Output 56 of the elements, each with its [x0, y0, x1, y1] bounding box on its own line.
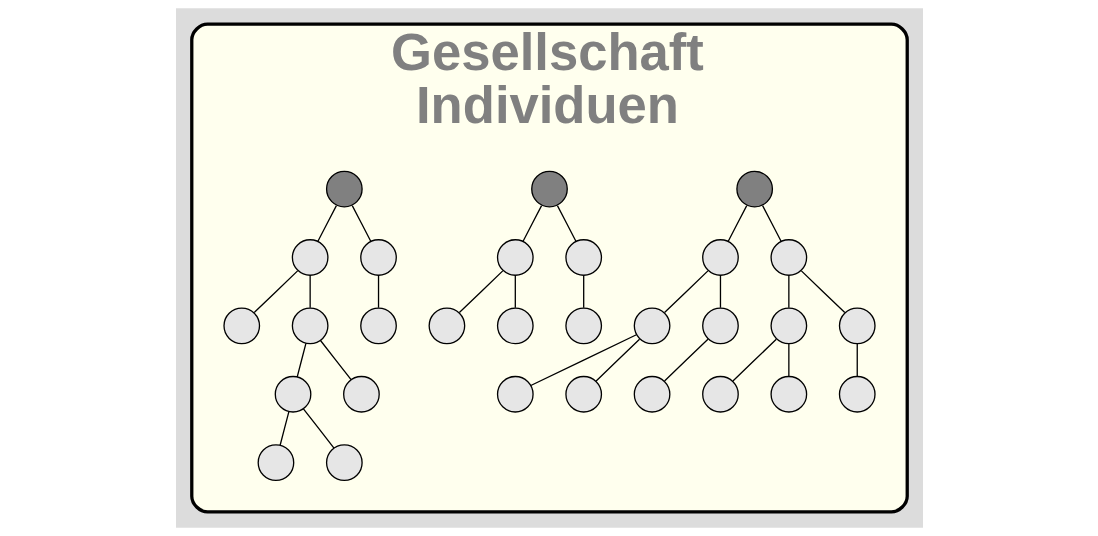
node-circle	[564, 239, 602, 276]
connector	[302, 408, 335, 449]
connector	[856, 343, 858, 377]
connector	[296, 342, 307, 378]
node-circle	[769, 307, 807, 345]
node-circle	[701, 239, 739, 276]
connector	[278, 411, 289, 446]
connector	[726, 205, 747, 243]
node-circle	[564, 375, 602, 413]
connector	[253, 270, 298, 314]
node-circle	[291, 307, 329, 345]
node-circle	[633, 375, 670, 413]
connector	[663, 338, 709, 382]
connector	[514, 274, 516, 309]
node-circle	[342, 375, 380, 413]
node-circle	[735, 170, 773, 208]
connector	[316, 205, 337, 243]
node-circle	[769, 375, 807, 413]
node-circle	[769, 239, 807, 276]
node-circle	[325, 170, 363, 208]
node-circle	[633, 307, 670, 345]
node-circle	[291, 239, 329, 276]
node-circle	[496, 239, 534, 276]
connector	[351, 205, 372, 243]
connector	[458, 270, 503, 314]
node-circle	[838, 375, 876, 413]
node-circle	[359, 307, 397, 345]
connector	[521, 205, 542, 243]
connector	[582, 274, 584, 309]
connector	[663, 270, 709, 314]
connector	[800, 270, 845, 314]
connector	[556, 205, 577, 243]
node-circle	[564, 307, 602, 345]
connector	[761, 205, 782, 243]
connector	[595, 338, 640, 382]
node-circle	[496, 375, 534, 413]
node-circle	[701, 375, 739, 413]
connector	[319, 339, 352, 381]
connector	[719, 274, 721, 309]
connector	[529, 334, 637, 387]
node-circle	[428, 307, 465, 345]
node-circle	[496, 307, 534, 345]
connector	[377, 274, 379, 309]
node-circle	[530, 170, 568, 208]
node-circle	[701, 307, 739, 345]
connector	[308, 274, 311, 309]
node-circle	[257, 444, 294, 482]
node-circle	[274, 375, 311, 413]
cluster: Gesellschaft Individuen	[189, 22, 909, 514]
node-circle	[838, 307, 876, 345]
node-circle	[325, 444, 363, 482]
connector	[787, 274, 789, 309]
connector	[731, 338, 777, 382]
node-circle	[359, 239, 397, 276]
node-circle	[222, 307, 260, 345]
connector	[787, 343, 789, 377]
